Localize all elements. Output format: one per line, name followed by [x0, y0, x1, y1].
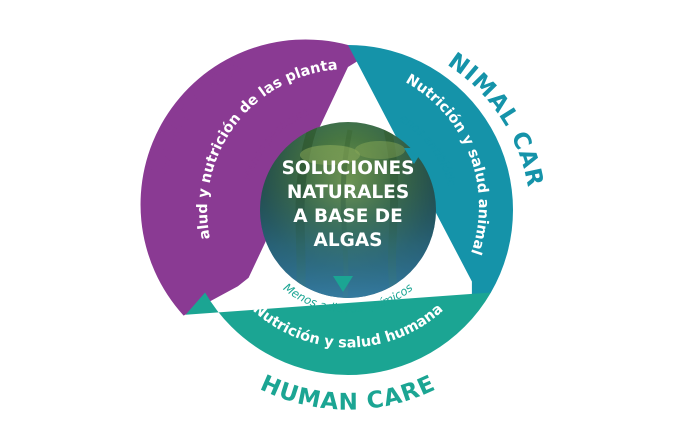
pointer-markers: [257, 148, 424, 292]
human-care-segment: [185, 292, 491, 376]
algae-photo-details: [260, 122, 436, 298]
animal-care-segment: [348, 45, 514, 304]
human-care-arrow: [185, 292, 491, 376]
animal-care-arrow: [348, 45, 514, 304]
center-line-2: NATURALES: [287, 182, 409, 203]
plant-care-arrow: [140, 39, 366, 316]
center-text-group: SOLUCIONES NATURALES A BASE DE ALGAS: [282, 158, 415, 251]
center-line-4: ALGAS: [314, 230, 383, 251]
center-line-3: A BASE DE: [293, 206, 403, 227]
human-care-title: HUMAN CARE: [257, 371, 440, 416]
center-line-1: SOLUCIONES: [282, 158, 415, 179]
plant-pointer-triangle: [257, 148, 277, 164]
animal-pointer-triangle: [404, 148, 424, 164]
plant-care-segment: [140, 39, 366, 316]
center-algae-image: [260, 122, 436, 298]
human-pointer-triangle: [333, 276, 353, 292]
